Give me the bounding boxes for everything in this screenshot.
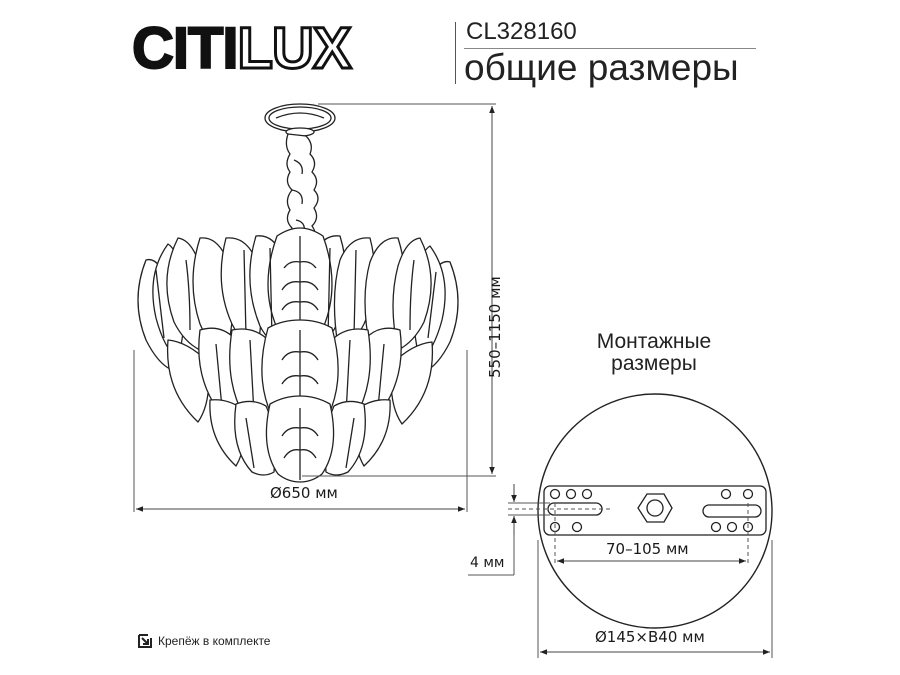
mounting-title: Монтажные размеры [574, 331, 734, 375]
brand-logo: CITILUX [131, 14, 353, 84]
mounting-plate [543, 485, 767, 536]
chandelier-illustration [137, 103, 459, 483]
footer-label: Крепёж в комплекте [158, 634, 271, 648]
mounting-title-line2: размеры [611, 352, 697, 375]
footer-note: Крепёж в комплекте [138, 634, 270, 648]
page-title: общие размеры [464, 47, 739, 88]
header-divider [455, 22, 456, 84]
mounting-kit-icon [138, 634, 152, 648]
slot-width-label: 4 мм [470, 555, 505, 571]
brand-logo-solid: CITI [131, 15, 240, 82]
canopy-size-label: Ø145×В40 мм [595, 628, 705, 646]
height-dimension [302, 103, 496, 477]
mounting-title-line1: Монтажные [596, 330, 712, 353]
height-label: 550–1150 мм [486, 276, 504, 378]
model-number: CL328160 [466, 18, 577, 45]
brand-logo-outline: LUX [236, 15, 353, 83]
diameter-label: Ø650 мм [270, 484, 338, 502]
hole-spacing-label: 70–105 мм [606, 540, 689, 558]
header-rule [464, 48, 756, 49]
mounting-dimensions [468, 484, 773, 658]
diameter-dimension [133, 350, 468, 512]
